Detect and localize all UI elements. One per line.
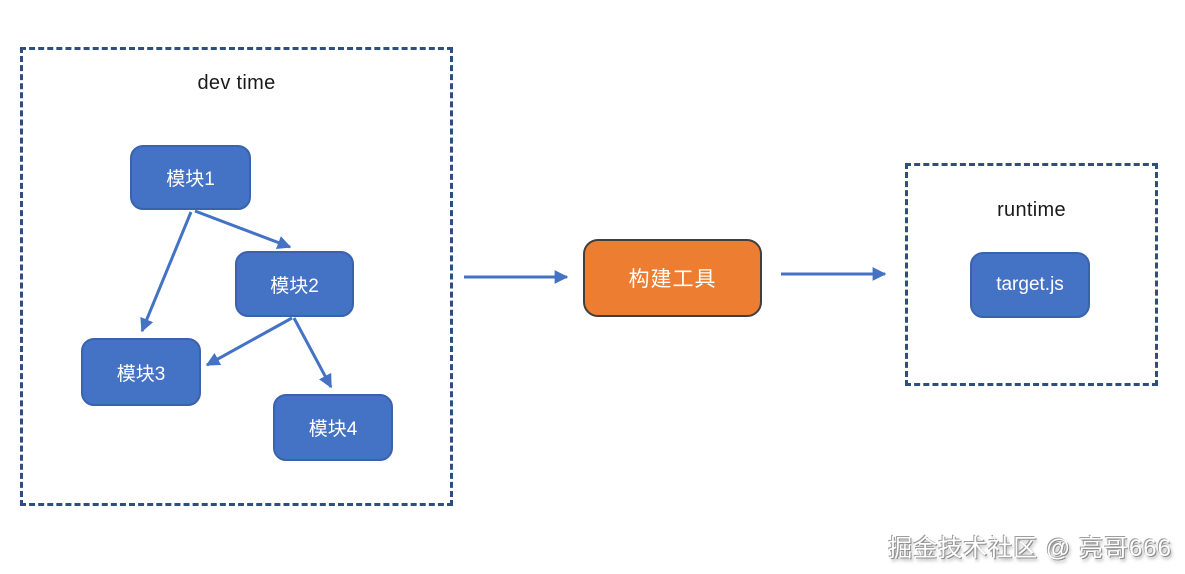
node-module2: 模块2 xyxy=(235,251,354,317)
runtime-group-label: runtime xyxy=(997,199,1066,221)
node-build-tool-label: 构建工具 xyxy=(628,268,717,291)
node-module1-label: 模块1 xyxy=(166,169,215,190)
node-module4: 模块4 xyxy=(273,394,393,461)
node-target-js: target.js xyxy=(970,252,1090,318)
dev-time-group: dev time xyxy=(20,47,453,506)
node-module3: 模块3 xyxy=(81,338,201,406)
node-module1: 模块1 xyxy=(130,145,251,210)
node-module2-label: 模块2 xyxy=(270,275,319,297)
watermark: 掘金技术社区 @ 亮哥666 xyxy=(888,535,1172,562)
runtime-group: runtime xyxy=(905,163,1158,386)
node-module4-label: 模块4 xyxy=(308,419,358,440)
node-module3-label: 模块3 xyxy=(116,363,166,385)
node-target-js-label: target.js xyxy=(996,274,1064,295)
dev-time-group-label: dev time xyxy=(197,72,276,94)
node-build-tool: 构建工具 xyxy=(583,239,762,317)
